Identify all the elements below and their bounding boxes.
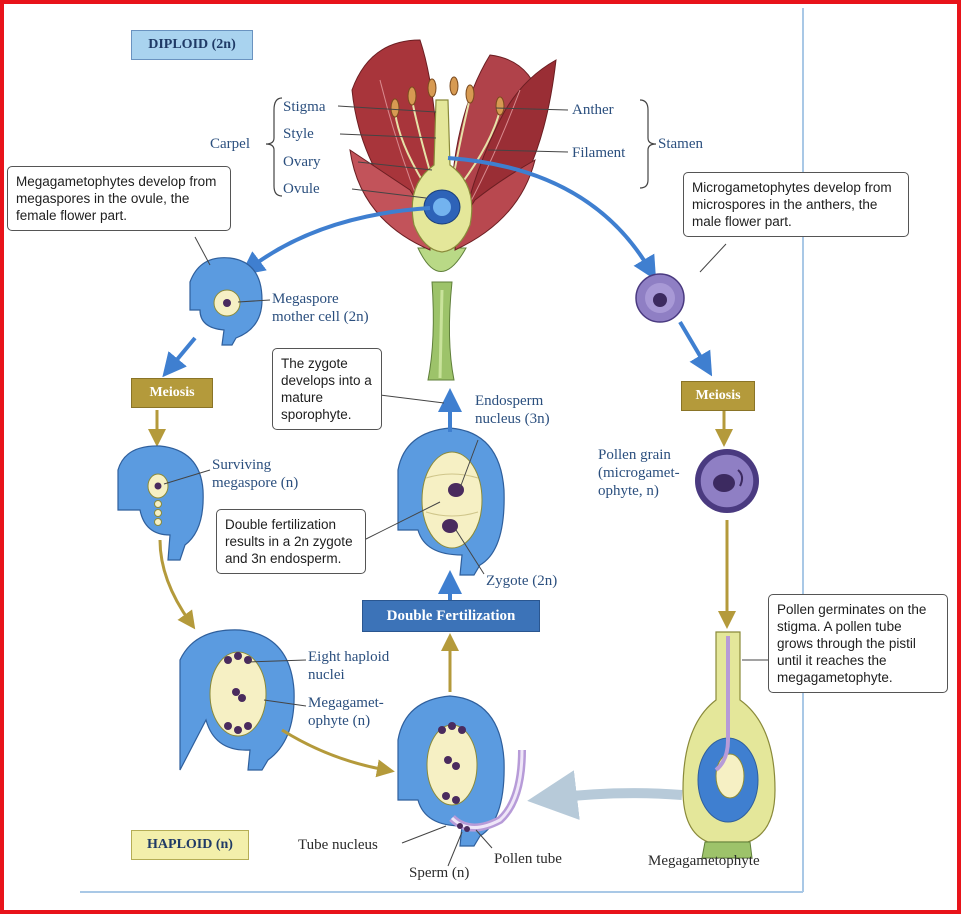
callout-double-fertilization: Double fertilization results in a 2n zyg…	[216, 509, 366, 574]
label-megagametophyte: Megagametophyte	[648, 852, 760, 870]
zygote-ovule	[398, 428, 504, 575]
arrow-microspore-to-meiosis	[680, 322, 706, 366]
label-tube-nucleus: Tube nucleus	[298, 836, 378, 854]
haploid-badge: HAPLOID (n)	[131, 830, 249, 860]
label-zygote: Zygote (2n)	[486, 572, 557, 590]
callout-pollen-germinates: Pollen germinates on the stigma. A polle…	[768, 594, 948, 693]
callout-microgametophytes: Microgametophytes develop from microspor…	[683, 172, 909, 237]
double-fertilization-badge: Double Fertilization	[362, 600, 540, 632]
pistil-with-pollen-tube	[683, 632, 775, 858]
meiosis-left-badge: Meiosis	[131, 378, 213, 408]
label-stamen: Stamen	[658, 135, 703, 153]
label-eight-haploid-nuclei: Eight haploid nuclei	[308, 648, 389, 684]
arrow-pistil-to-fertilization	[552, 793, 682, 798]
arrow-megagametophyte-to-fertilization	[282, 730, 386, 770]
label-pollen-tube: Pollen tube	[494, 850, 562, 868]
arrow-mother-to-meiosis	[170, 338, 195, 368]
label-ovary: Ovary	[283, 153, 321, 171]
stamen-bracket	[640, 100, 656, 188]
label-style: Style	[283, 125, 314, 143]
label-megaspore-mother-cell: Megaspore mother cell (2n)	[272, 290, 369, 326]
label-sperm: Sperm (n)	[409, 864, 469, 882]
callout-megagametophytes: Megagametophytes develop from megaspores…	[7, 166, 231, 231]
label-stigma: Stigma	[283, 98, 326, 116]
megagametophyte-ovule	[180, 630, 294, 770]
label-surviving-megaspore: Surviving megaspore (n)	[212, 456, 298, 492]
label-pollen-grain: Pollen grain (microgamet- ophyte, n)	[598, 446, 680, 500]
carpel-bracket	[266, 98, 282, 196]
callout-zygote-develops: The zygote develops into a mature sporop…	[272, 348, 382, 430]
microspore-cell	[636, 274, 684, 322]
pollen-grain-cell	[695, 449, 759, 513]
meiosis-right-badge: Meiosis	[681, 381, 755, 411]
label-ovule: Ovule	[283, 180, 320, 198]
flower-illustration	[350, 40, 556, 380]
label-filament: Filament	[572, 144, 625, 162]
label-megagametophyte-n: Megagamet- ophyte (n)	[308, 694, 384, 730]
fertilization-ovule	[398, 696, 522, 846]
label-endosperm-nucleus: Endosperm nucleus (3n)	[475, 392, 550, 428]
label-anther: Anther	[572, 101, 614, 119]
label-carpel: Carpel	[210, 135, 250, 153]
diploid-badge: DIPLOID (2n)	[131, 30, 253, 60]
